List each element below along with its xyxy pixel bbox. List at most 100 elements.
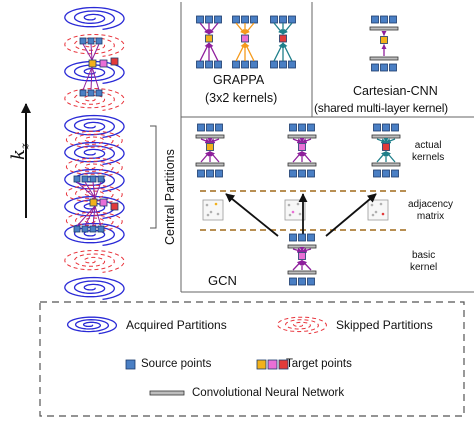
source-point [389, 15, 397, 24]
source-point [89, 175, 97, 183]
kernel-arrow [301, 247, 312, 253]
kernel-arrow [208, 42, 219, 62]
legend-acquired-label: Acquired Partitions [126, 318, 227, 332]
target-point [279, 34, 287, 43]
adjacency-line1: adjacency [408, 199, 454, 210]
dashed-spiral-icon [64, 33, 125, 57]
source-point [279, 60, 287, 69]
kernel-arrow [82, 66, 93, 91]
source-point [391, 123, 399, 132]
source-point [214, 15, 222, 24]
actual-kernels-line2: kernels [412, 152, 445, 163]
source-point [371, 15, 379, 24]
legend-icons [66, 316, 327, 396]
source-point [289, 169, 297, 178]
matrix-dot [370, 203, 374, 207]
kernel-arrow [91, 43, 100, 61]
source-point [215, 123, 223, 132]
source-point [97, 175, 105, 183]
kernel-arrow [76, 205, 96, 227]
spiral-icon [64, 141, 125, 166]
kernel-arrow [92, 205, 96, 227]
adjacency-matrix-icon [284, 199, 306, 221]
source-point-icon [125, 359, 136, 370]
matrix-dot [216, 212, 220, 216]
source-point [81, 225, 89, 233]
adjacency-matrix-icon [202, 199, 224, 221]
target-point-icon [267, 359, 278, 370]
kernel-arrow [91, 66, 100, 91]
legend-target-label: Target points [286, 358, 352, 370]
adjacency-matrices [202, 199, 389, 221]
kernel-arrow [292, 151, 303, 163]
source-point [81, 175, 89, 183]
source-point [241, 15, 249, 24]
source-point [289, 123, 297, 132]
source-point [307, 233, 315, 242]
kernel-arrow [84, 181, 96, 199]
kernel-arrow [273, 22, 284, 35]
kernel-arrow [84, 205, 96, 227]
target-point [298, 143, 306, 151]
cnn-bar [369, 56, 399, 61]
matrix-dot [209, 210, 213, 214]
spiral-icon [64, 6, 125, 31]
target-point [88, 59, 97, 68]
gcn-title: GCN [208, 273, 237, 288]
kernel-arrow [208, 22, 219, 35]
gcn-actual-kernels [195, 123, 401, 178]
central-partition-bracket [150, 125, 157, 229]
source-point [197, 169, 205, 178]
source-point [380, 63, 388, 72]
kernel-arrow [301, 138, 312, 144]
spiral-icon [66, 316, 118, 335]
matrix-dot [214, 202, 218, 206]
source-point [298, 169, 306, 178]
basic-kernel-line1: basic [411, 250, 436, 261]
source-point [196, 60, 204, 69]
spiral-icon [64, 195, 125, 220]
dashed-spiral-icon [64, 249, 125, 273]
source-point [87, 89, 95, 97]
source-point [373, 123, 381, 132]
source-point [73, 175, 81, 183]
source-point [307, 123, 315, 132]
partition-stack [64, 6, 125, 301]
actual-kernels-line1: actual [414, 140, 442, 151]
cnn-bar [371, 162, 401, 167]
source-point [95, 89, 103, 97]
target-point-icon [278, 359, 289, 370]
source-point [79, 37, 87, 45]
source-point [382, 123, 390, 132]
source-point [307, 169, 315, 178]
source-point [232, 60, 240, 69]
source-point [250, 15, 258, 24]
target-point [99, 198, 108, 207]
cnn-bar [287, 162, 317, 167]
source-point [389, 63, 397, 72]
cnn-bar [369, 26, 399, 31]
target-point [110, 57, 119, 66]
source-point [206, 123, 214, 132]
matrix-dot [287, 203, 291, 207]
grappa-title: GRAPPA [213, 73, 265, 87]
target-point [99, 59, 108, 68]
kernel-arrow [199, 22, 210, 35]
kernel-arrow [235, 22, 246, 35]
source-point [205, 15, 213, 24]
source-point [288, 60, 296, 69]
source-point [241, 60, 249, 69]
source-point [289, 277, 297, 286]
cnn-bar [195, 162, 225, 167]
matrix-dot [371, 213, 375, 217]
basic-kernel-line2: kernel [410, 262, 438, 273]
source-point [289, 233, 297, 242]
source-point [298, 277, 306, 286]
source-point [270, 60, 278, 69]
matrix-dot [205, 203, 209, 207]
grappa-subtitle: (3x2 kernels) [205, 91, 278, 105]
cnn-bar [287, 270, 317, 275]
cnn-bar [371, 134, 401, 139]
target-point-icon [256, 359, 267, 370]
dashed-spiral-icon [65, 157, 123, 177]
